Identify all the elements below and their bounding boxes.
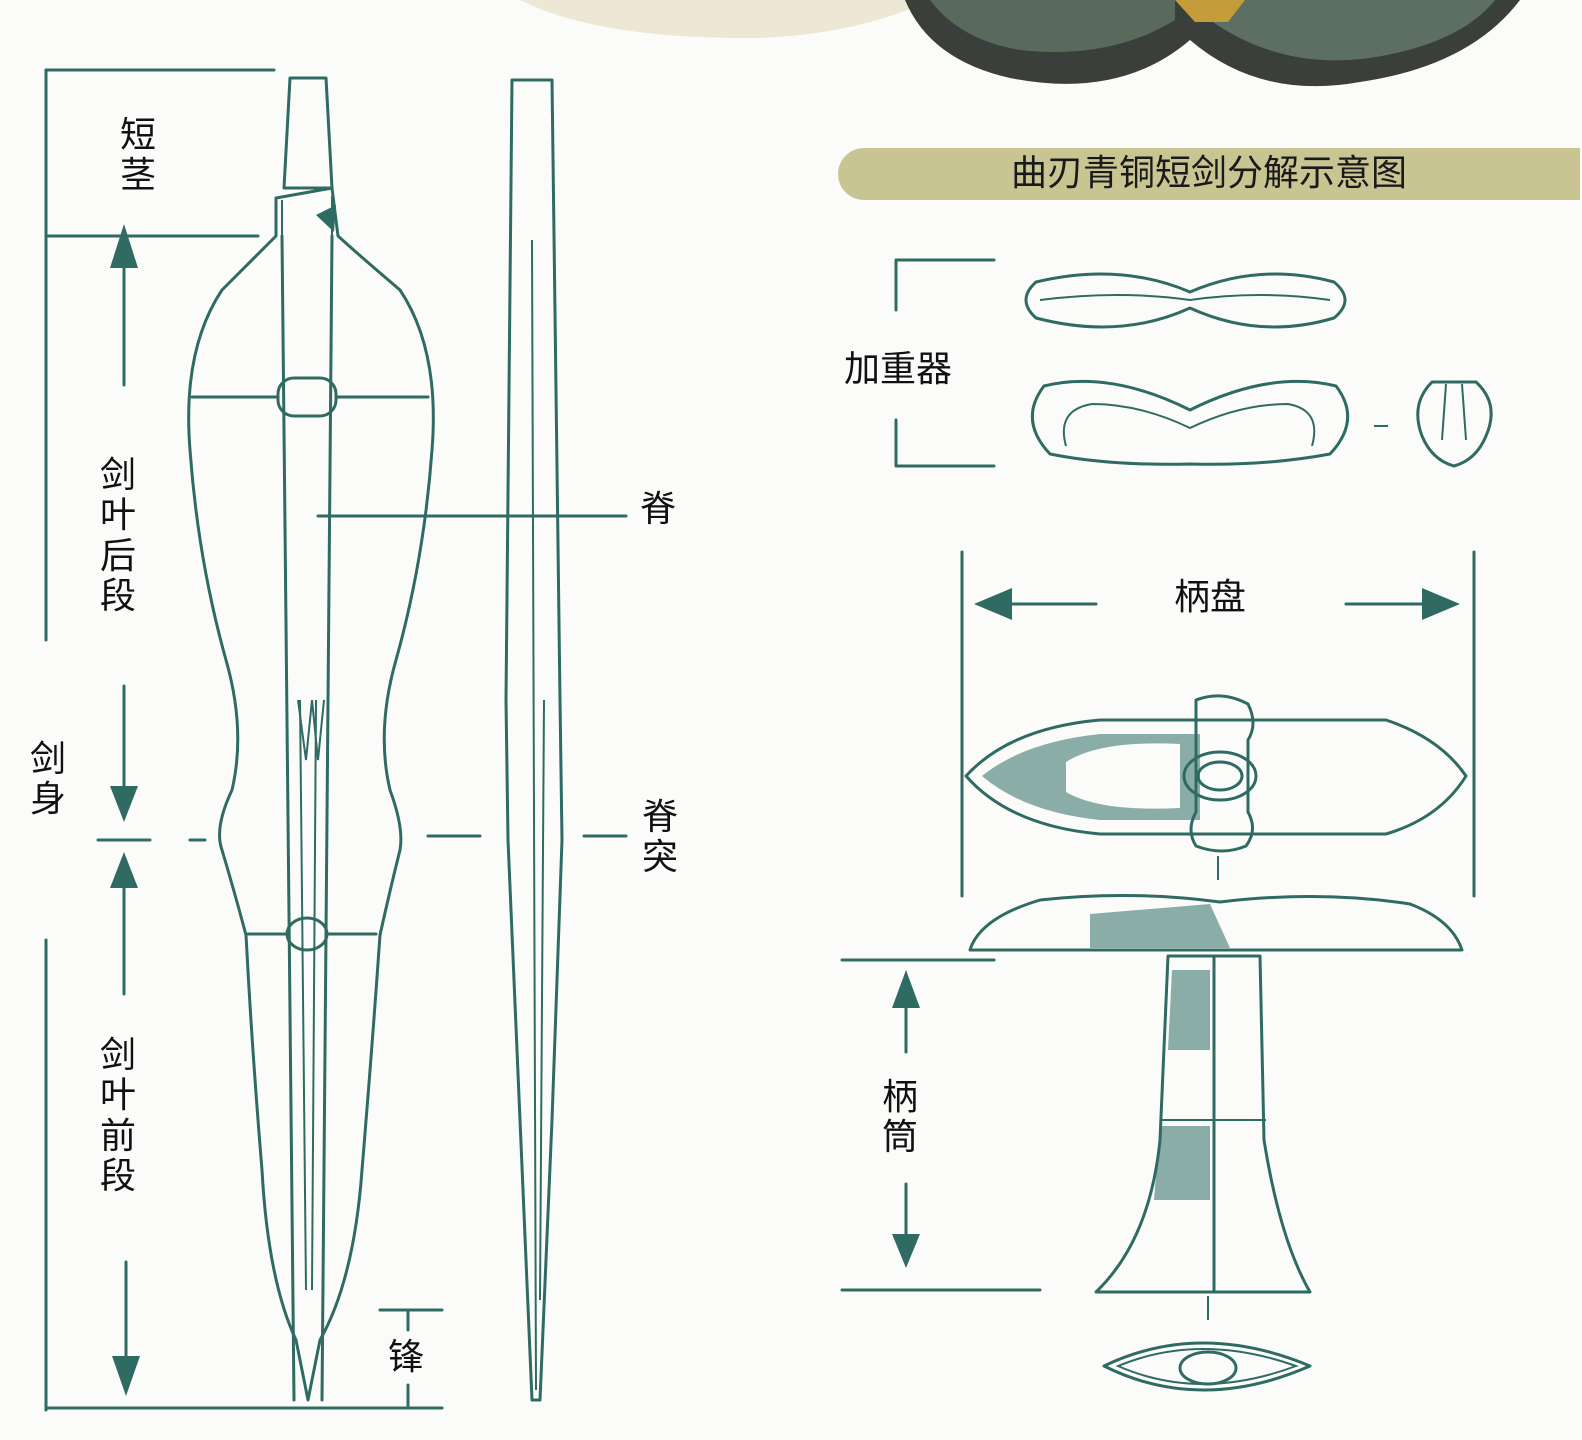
pommel-disc-top-view: [960, 550, 1476, 898]
label-spine-protrusion: 脊突: [641, 797, 678, 879]
spine-pointer-lines: [316, 514, 628, 838]
sword-front-view: [187, 76, 435, 1402]
label-handle-tube: 柄筒: [881, 1077, 918, 1159]
weight-pieces: [894, 258, 1493, 468]
label-blade-body: 剑身: [29, 739, 66, 821]
label-weight: 加重器: [844, 349, 953, 390]
label-pommel-disc: 柄盘: [1174, 577, 1247, 618]
label-short-tang: 短茎: [119, 115, 156, 197]
sword-side-view: [504, 78, 564, 1402]
label-blade-rear: 剑叶后段: [99, 455, 136, 617]
left-arrows: [110, 224, 444, 1410]
handle-tube-dimension: [840, 958, 1042, 1292]
label-blade-front: 剑叶前段: [99, 1035, 136, 1197]
label-tip: 锋: [387, 1337, 424, 1378]
left-dimension-lines: [44, 68, 444, 1412]
diagram-title: 曲刃青铜短剑分解示意图: [1010, 153, 1407, 194]
top-photo-fragment: [520, 0, 1520, 87]
handle-side-view: [968, 893, 1464, 1392]
diagram-title-banner: 曲刃青铜短剑分解示意图: [838, 148, 1580, 200]
label-spine: 脊: [640, 489, 677, 530]
